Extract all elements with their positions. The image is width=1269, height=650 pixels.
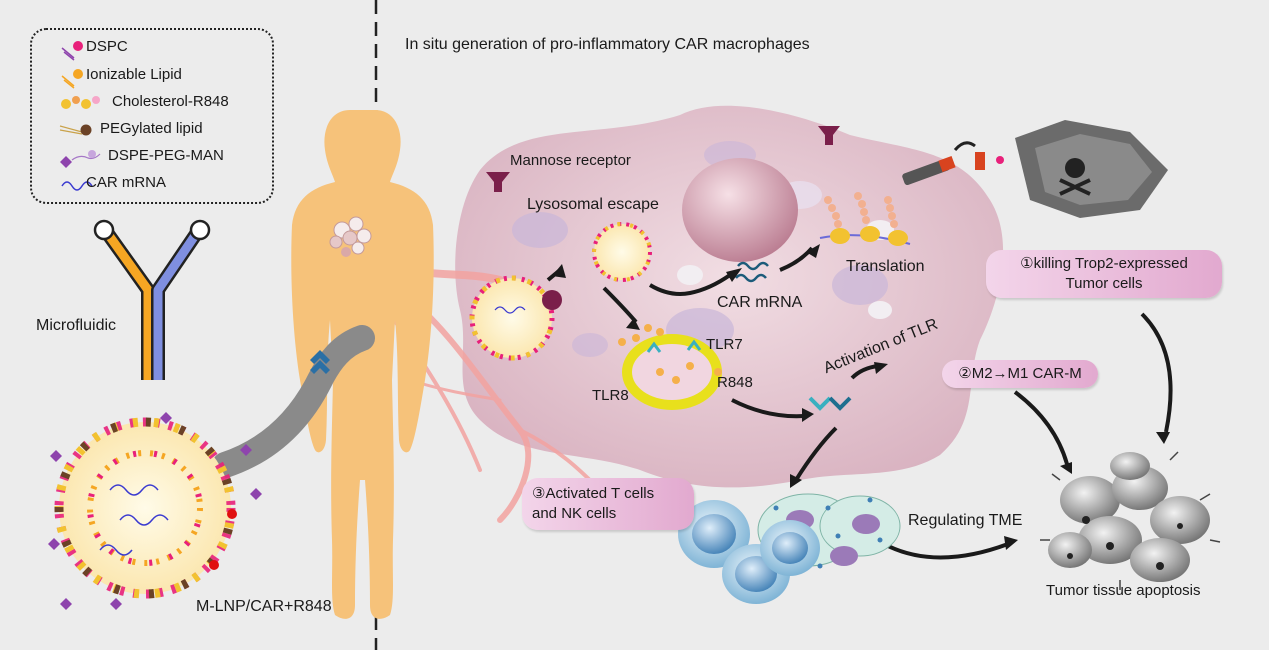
legend-icons — [59, 41, 101, 191]
regulating-tme-label: Regulating TME — [908, 512, 1023, 529]
mannose-receptor-label: Mannose receptor — [510, 152, 631, 169]
car-mrna-label: CAR mRNA — [717, 294, 803, 311]
step3-line1: ③Activated T cells — [532, 485, 655, 502]
diagram-title: In situ generation of pro-inflammatory C… — [405, 36, 810, 53]
lnp-nanoparticle — [48, 412, 262, 610]
step3-line2: and NK cells — [532, 505, 617, 522]
translation-ribosomes — [819, 192, 911, 246]
macrophage-cell — [455, 105, 1004, 488]
step1-line1: ①killing Trop2-expressed — [1020, 255, 1188, 272]
lnp-escape — [592, 222, 652, 282]
translation-label: Translation — [846, 258, 925, 275]
mannose-receptor-icon — [486, 126, 840, 192]
chevron-up-icon — [310, 350, 330, 374]
nucleus — [682, 158, 798, 262]
legend-item-dspe-peg-man: DSPE-PEG-MAN — [108, 147, 224, 164]
tlr7-label: TLR7 — [706, 336, 743, 353]
legend-box — [30, 28, 274, 204]
arrow-heads — [552, 244, 1170, 550]
activated-tlr-icon — [808, 396, 852, 411]
microfluidic-label: Microfluidic — [36, 317, 117, 334]
step1-pill: ①killing Trop2-expressed Tumor cells — [986, 250, 1222, 298]
step3-pill: ③Activated T cells and NK cells — [522, 478, 694, 530]
step2-pill: ②M2→M1 CAR-M — [942, 360, 1098, 388]
tumor-on-body — [329, 216, 372, 257]
legend-item-cholesterol-r848: Cholesterol-R848 — [112, 93, 229, 110]
tlr-endosome — [618, 324, 722, 410]
car-mrna-icon — [735, 261, 769, 283]
legend-item-dspc: DSPC — [86, 38, 128, 55]
injection-tube — [212, 325, 375, 478]
lysosomal-escape-label: Lysosomal escape — [527, 196, 659, 213]
tumor-apoptosis-label: Tumor tissue apoptosis — [1046, 582, 1201, 599]
tumor-cell-top — [996, 120, 1168, 218]
microfluidic-chip-icon — [93, 219, 211, 380]
legend-item-car-mrna: CAR mRNA — [86, 174, 167, 191]
legend-item-ionizable-lipid: Ionizable Lipid — [86, 66, 182, 83]
tlr8-label: TLR8 — [592, 387, 629, 404]
t-nk-cells — [678, 493, 901, 604]
apoptotic-tumor-cluster — [1040, 451, 1221, 590]
r848-label: R848 — [717, 374, 753, 391]
step1-line2: Tumor cells — [1065, 275, 1143, 292]
nanoparticle-label: M-LNP/CAR+R848 — [196, 598, 332, 615]
lnp-docking — [469, 275, 562, 361]
human-body — [291, 110, 434, 619]
car-construct-icon — [902, 141, 985, 186]
legend-item-pegylated-lipid: PEGylated lipid — [100, 120, 203, 137]
